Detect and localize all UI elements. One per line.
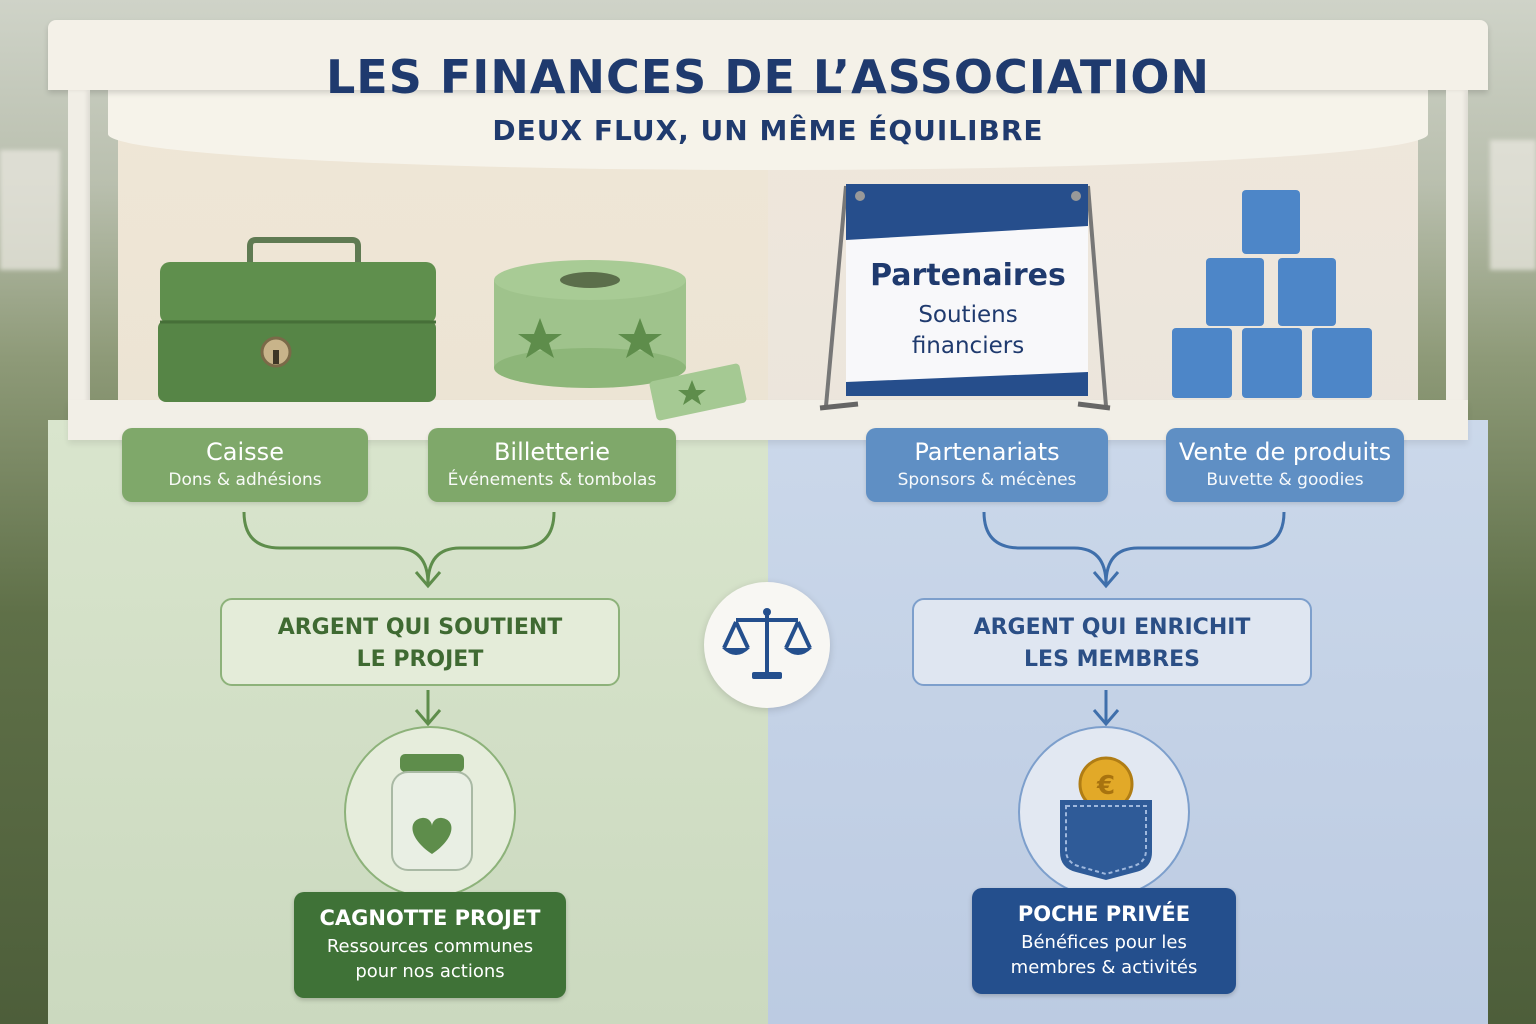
page-subtitle: DEUX FLUX, UN MÊME ÉQUILIBRE — [492, 114, 1044, 147]
banner-subtitle: Soutiens financiers — [848, 300, 1088, 362]
source-box-partenariats: Partenariats Sponsors & mécènes — [866, 428, 1108, 502]
source-title: Partenariats — [914, 438, 1060, 466]
background-tent — [0, 150, 60, 270]
middle-box-members: ARGENT QUI ENRICHIT LES MEMBRES — [912, 598, 1312, 686]
page-title: LES FINANCES DE L’ASSOCIATION — [325, 50, 1211, 104]
banner-subtitle-line: Soutiens — [918, 302, 1018, 328]
source-detail: Sponsors & mécènes — [897, 470, 1077, 490]
result-description: Bénéfices pour les membres & activités — [972, 930, 1236, 980]
stand-pole — [1446, 90, 1468, 450]
result-line: Ressources communes — [326, 936, 534, 957]
source-box-caisse: Caisse Dons & adhésions — [122, 428, 368, 502]
partner-banner-icon — [819, 184, 1111, 411]
jar-circle — [344, 726, 516, 898]
result-box-poche: POCHE PRIVÉE Bénéfices pour les membres … — [972, 888, 1236, 994]
banner-title: Partenaires — [870, 258, 1066, 293]
cash-box-icon — [158, 237, 436, 402]
background-tent — [1490, 140, 1536, 270]
source-title: Caisse — [206, 438, 284, 466]
result-line: Bénéfices pour les — [1021, 932, 1187, 953]
result-title: POCHE PRIVÉE — [1017, 902, 1191, 926]
source-detail: Dons & adhésions — [168, 470, 322, 490]
canopy-drape — [108, 80, 1428, 170]
result-line: pour nos actions — [355, 961, 505, 982]
middle-line: ARGENT QUI ENRICHIT — [973, 615, 1251, 640]
canopy — [48, 20, 1488, 90]
source-box-billetterie: Billetterie Événements & tombolas — [428, 428, 676, 502]
svg-text:€: € — [1096, 771, 1115, 801]
result-title: CAGNOTTE PROJET — [319, 906, 541, 930]
cup-stack-icon — [1172, 190, 1372, 398]
blue-merge-arrow — [982, 511, 1286, 727]
result-box-cagnotte: CAGNOTTE PROJET Ressources communes pour… — [294, 892, 566, 998]
source-title: Vente de produits — [1178, 438, 1392, 466]
ticket-roll-icon — [494, 260, 747, 421]
banner-subtitle-line: financiers — [911, 333, 1025, 359]
source-detail: Buvette & goodies — [1206, 470, 1364, 490]
balance-scale — [704, 582, 830, 708]
result-line: membres & activités — [1010, 957, 1198, 978]
green-merge-arrow — [242, 511, 556, 727]
middle-line: LES MEMBRES — [1024, 647, 1200, 672]
middle-line: LE PROJET — [356, 647, 484, 672]
source-box-vente: Vente de produits Buvette & goodies — [1166, 428, 1404, 502]
jar-heart-icon — [391, 754, 473, 871]
middle-line: ARGENT QUI SOUTIENT — [277, 615, 563, 640]
result-description: Ressources communes pour nos actions — [294, 934, 566, 984]
pocket-coin-icon: € — [1060, 756, 1152, 880]
source-detail: Événements & tombolas — [447, 470, 657, 490]
stand-pole — [68, 90, 90, 450]
middle-box-project: ARGENT QUI SOUTIENT LE PROJET — [220, 598, 620, 686]
pocket-circle: € — [1018, 726, 1190, 898]
balance-scale-icon — [722, 608, 812, 679]
source-title: Billetterie — [493, 438, 611, 466]
